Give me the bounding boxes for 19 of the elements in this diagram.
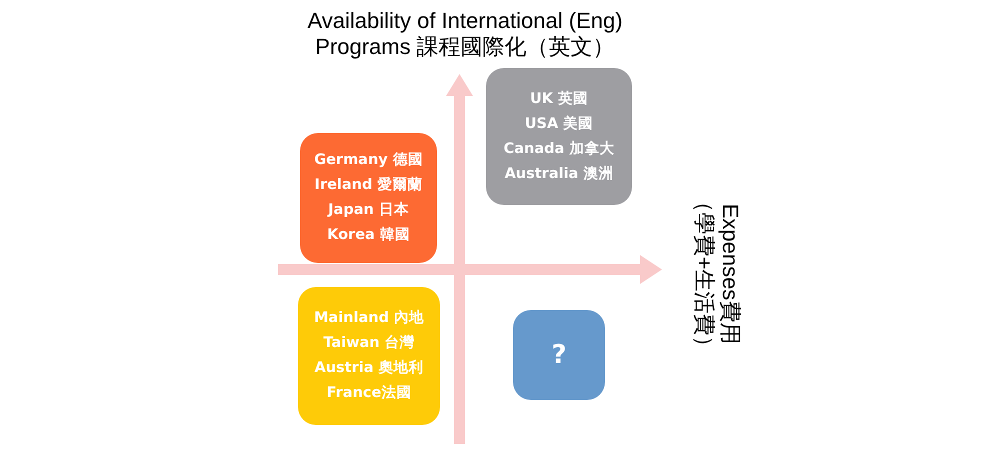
country-name: Japan 日本	[328, 200, 409, 220]
country-name: France法國	[326, 384, 412, 403]
country-name: Germany 德國	[314, 151, 423, 170]
country-name: Austria 奧地利	[314, 358, 424, 378]
country-name: UK 英國	[530, 90, 588, 108]
country-name: USA 美國	[524, 114, 594, 134]
country-name: Canada 加拿大	[504, 140, 614, 158]
axis-title: Availability of International (Eng) Programs 課程國際化（英文）	[306, 8, 624, 60]
unknown-quadrant-box	[513, 310, 605, 400]
country-group-box	[486, 68, 632, 205]
question-mark: ?	[551, 342, 567, 368]
country-group-box	[300, 133, 437, 263]
country-group-box	[298, 287, 440, 425]
country-name: Mainland 內地	[314, 308, 424, 328]
country-name: Australia 澳洲	[504, 164, 614, 184]
country-name: Korea 韓國	[327, 226, 410, 245]
axis-title: Expenses費用（學費+生活費）	[691, 190, 743, 359]
country-name: Ireland 愛爾蘭	[314, 176, 422, 195]
country-name: Taiwan 台灣	[323, 334, 415, 353]
